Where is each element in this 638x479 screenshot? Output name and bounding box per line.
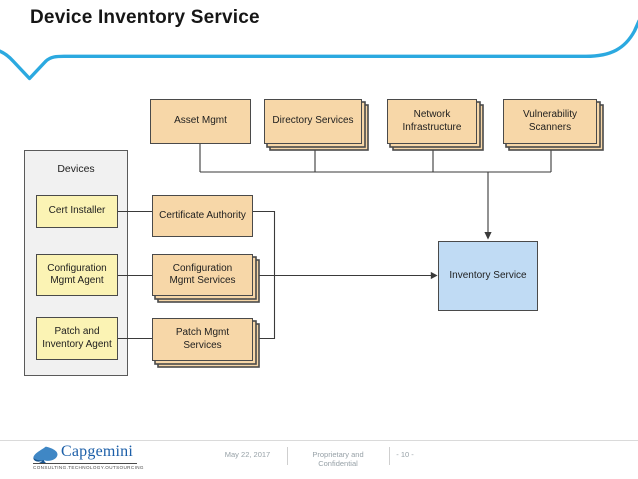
node-vulnerability-scanners: Vulnerability Scanners xyxy=(503,99,597,144)
capgemini-logo: Capgemini CONSULTING.TECHNOLOGY.OUTSOURC… xyxy=(32,443,144,470)
capgemini-spade-icon xyxy=(33,446,58,464)
node-inventory-service: Inventory Service xyxy=(438,241,538,311)
title-swoosh-decoration xyxy=(0,19,638,81)
arrowhead-right-icon xyxy=(430,271,438,280)
footer-page-number: - 10 - xyxy=(396,450,414,459)
footer-divider-rule xyxy=(0,440,638,441)
node-configuration-mgmt-services: Configuration Mgmt Services xyxy=(152,254,253,296)
devices-group-label: Devices xyxy=(57,163,95,175)
logo-underline xyxy=(33,462,137,464)
footer-separator xyxy=(389,447,390,465)
footer-date: May 22, 2017 xyxy=(224,450,271,459)
node-certificate-authority: Certificate Authority xyxy=(152,195,253,237)
footer-classification: Proprietary and Confidential xyxy=(312,450,364,468)
node-patch-and-inventory-agent: Patch and Inventory Agent xyxy=(36,317,118,360)
node-configuration-mgmt-agent: Configuration Mgmt Agent xyxy=(36,254,118,296)
capgemini-tagline: CONSULTING.TECHNOLOGY.OUTSOURCING xyxy=(33,464,144,470)
footer-separator xyxy=(287,447,288,465)
node-cert-installer: Cert Installer xyxy=(36,195,118,228)
node-network-infrastructure: Network Infrastructure xyxy=(387,99,477,144)
node-asset-mgmt: Asset Mgmt xyxy=(150,99,251,144)
page-title: Device Inventory Service xyxy=(30,7,260,28)
node-directory-services: Directory Services xyxy=(264,99,362,144)
capgemini-wordmark: Capgemini xyxy=(61,443,134,460)
arrowhead-down-icon xyxy=(484,232,492,240)
node-patch-mgmt-services: Patch Mgmt Services xyxy=(152,318,253,361)
